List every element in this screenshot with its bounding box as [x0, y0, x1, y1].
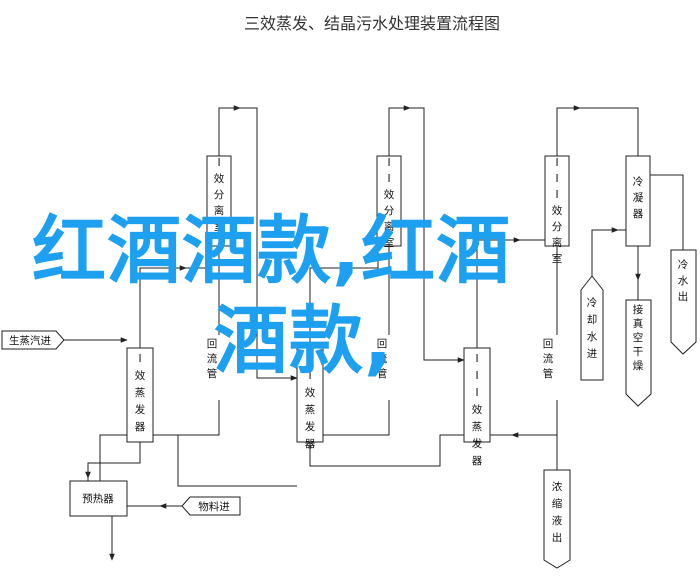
cold-water-out-label: 冷水出 — [678, 258, 689, 303]
preheater-label: 预热器 — [82, 492, 114, 505]
reflux-pipe-3-label: 回流管 — [543, 338, 554, 380]
vacuum-dry-tag — [625, 299, 652, 407]
condenser-label: 冷凝器 — [633, 175, 644, 220]
preheater-box — [69, 480, 128, 517]
reflux-pipe-2-label: 回流管 — [377, 338, 388, 380]
steam-in-tag — [1, 330, 65, 350]
material-in-tag — [181, 496, 241, 516]
reflux-pipe-1-label: 回流管 — [207, 338, 218, 380]
steam-in-label: 生蒸汽进 — [9, 334, 51, 347]
diagram-title: 三效蒸发、结晶污水处理装置流程图 — [244, 14, 500, 33]
evaporator-1-box — [126, 347, 154, 443]
material-in-label: 物料进 — [198, 500, 230, 513]
cooling-water-in-tag — [580, 275, 604, 381]
concentrate-out-label: 浓缩液出 — [552, 481, 563, 544]
cold-water-out-tag — [670, 249, 697, 355]
evaporator-3-box — [463, 347, 491, 443]
cooling-water-in-label: 冷却水进 — [587, 296, 598, 360]
vacuum-dry-label: 接真空干燥 — [633, 303, 644, 372]
separator-1-box — [206, 155, 232, 247]
concentrate-out-tag — [543, 469, 571, 569]
piping — [64, 105, 684, 561]
